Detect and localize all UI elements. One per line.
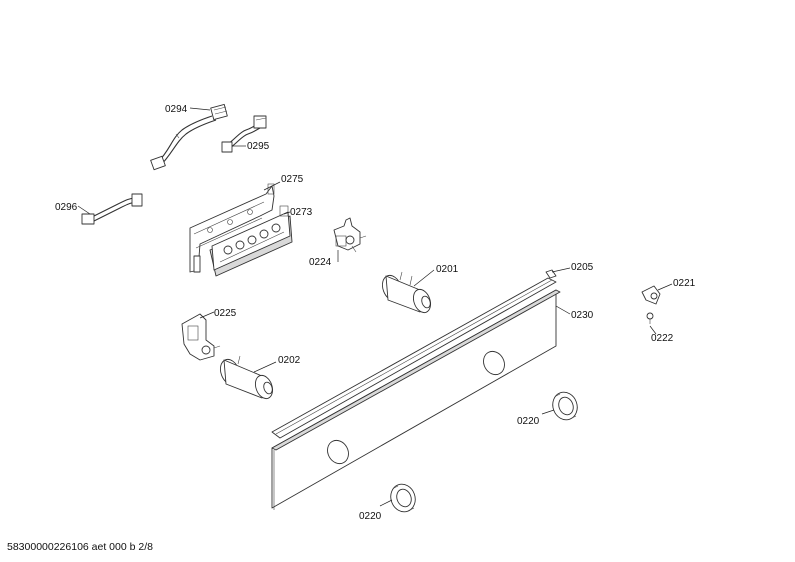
leader-0275: [263, 181, 281, 191]
leader-0294: [189, 107, 211, 111]
hinge-part-0221[interactable]: [641, 285, 661, 305]
label-0295: 0295: [247, 141, 270, 152]
control-panel-0230[interactable]: [271, 289, 561, 510]
label-0230: 0230: [571, 310, 594, 321]
leader-0222: [649, 325, 657, 335]
label-0202: 0202: [278, 355, 301, 366]
trim-strip-0205[interactable]: [271, 269, 557, 439]
wire-harness-0294[interactable]: [150, 103, 228, 171]
document-id: 58300000226106 aet 000 b 2/8: [7, 541, 153, 553]
leader-0273: [283, 211, 291, 215]
trim-ring-0220-lower[interactable]: [387, 481, 419, 516]
label-0220-upper: 0220: [517, 416, 540, 427]
electronic-board-0273[interactable]: [209, 205, 293, 277]
leader-0201: [413, 269, 435, 287]
wire-harness-0295[interactable]: [221, 115, 267, 153]
screw-0222[interactable]: [646, 312, 654, 324]
leader-0220-lower: [379, 499, 393, 507]
module-bracket-0275[interactable]: [189, 183, 275, 273]
leader-0221: [657, 283, 673, 291]
switch-0224[interactable]: [333, 217, 367, 253]
label-0201: 0201: [436, 264, 459, 275]
leader-0205: [551, 267, 571, 273]
leader-0220-upper: [541, 409, 555, 415]
label-0222: 0222: [651, 333, 674, 344]
label-0220-lower: 0220: [359, 511, 382, 522]
label-0205: 0205: [571, 262, 594, 273]
label-0273: 0273: [290, 207, 313, 218]
leader-0230: [555, 305, 571, 315]
bracket-0225[interactable]: [181, 313, 221, 361]
rotary-switch-0202[interactable]: [217, 355, 276, 401]
leader-0296: [77, 205, 91, 215]
label-0221: 0221: [673, 278, 696, 289]
wire-harness-0296[interactable]: [81, 193, 143, 225]
trim-ring-0220-upper[interactable]: [549, 389, 581, 424]
label-0296: 0296: [55, 202, 78, 213]
leader-0202: [253, 361, 277, 373]
rotary-switch-0201[interactable]: [379, 271, 434, 315]
label-0225: 0225: [214, 308, 237, 319]
label-0224: 0224: [309, 257, 332, 268]
label-0275: 0275: [281, 174, 304, 185]
leader-0225: [199, 311, 215, 319]
label-0294: 0294: [165, 104, 188, 115]
